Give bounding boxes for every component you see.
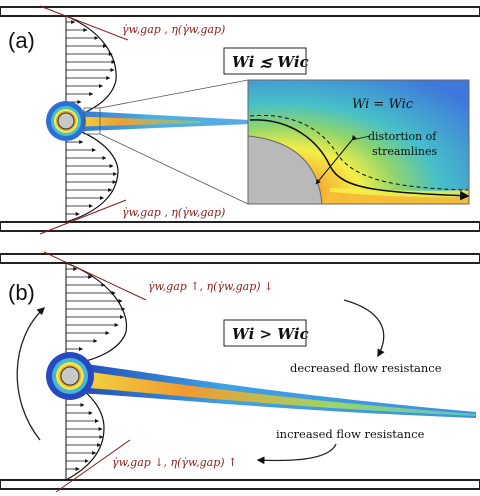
panel-b-label: (b) xyxy=(8,280,35,305)
distortion-leader xyxy=(351,135,371,141)
zoom-region-a xyxy=(83,107,101,135)
shear-text-a-top: γ̇w,gap , η(γ̇w,gap) xyxy=(122,23,225,36)
increased-note: increased flow resistance xyxy=(276,427,425,441)
top-wall-b xyxy=(0,253,480,264)
condition-box-a xyxy=(223,47,307,75)
shear-text-a-bottom: γ̇w,gap , η(γ̇w,gap) xyxy=(122,206,225,219)
inset-equation: Wi = Wic xyxy=(352,97,414,112)
wake-core-a xyxy=(66,116,200,127)
tangent-b-top xyxy=(43,251,147,301)
cylinder-b xyxy=(60,366,80,386)
wake-core-b xyxy=(62,368,476,416)
distortion-arrow xyxy=(315,134,357,185)
velocity-arrows-b xyxy=(66,267,126,471)
cylinder-a xyxy=(57,112,75,130)
tangent-a-bottom xyxy=(39,199,127,235)
increased-arrow xyxy=(256,443,337,465)
condition-text-b: Wi > Wic xyxy=(232,325,309,343)
circulation-arrow xyxy=(16,307,45,441)
panel-a: Wi = Wic distortion of streamlines (a) γ… xyxy=(0,5,480,235)
inset-note-line1: distortion of xyxy=(368,130,437,143)
shear-text-b-bottom: γ̇w,gap ↓, η(γ̇w,gap) ↑ xyxy=(112,456,237,469)
zoom-line-top xyxy=(99,79,249,109)
panel-a-label: (a) xyxy=(8,28,35,53)
profile-curve-b-bottom xyxy=(65,383,105,481)
bottom-wall-b xyxy=(0,479,480,490)
condition-box-b xyxy=(223,319,307,347)
condition-text-a: Wi ≲ Wic xyxy=(232,53,309,71)
inset-a: Wi = Wic distortion of streamlines xyxy=(247,79,470,205)
profile-curve-b-top xyxy=(65,262,128,365)
top-wall-a xyxy=(0,6,480,17)
shear-text-b-top: γ̇w,gap ↑, η(γ̇w,gap) ↓ xyxy=(148,280,273,293)
decreased-note: decreased flow resistance xyxy=(290,361,442,375)
tangent-b-bottom xyxy=(55,439,131,493)
profile-curve-a-top xyxy=(65,15,117,119)
zoom-line-bottom xyxy=(99,133,249,205)
inset-note-line2: streamlines xyxy=(372,145,437,158)
wake-outer-b xyxy=(56,360,476,418)
profile-curve-a-bottom xyxy=(65,127,119,223)
decreased-arrow xyxy=(343,299,385,358)
tangent-a-top xyxy=(39,5,129,41)
panel-b: (b) γ̇w,gap ↑, η(γ̇w,gap) ↓ γ̇w,gap ↓, η… xyxy=(0,251,480,493)
bottom-wall-a xyxy=(0,221,480,232)
